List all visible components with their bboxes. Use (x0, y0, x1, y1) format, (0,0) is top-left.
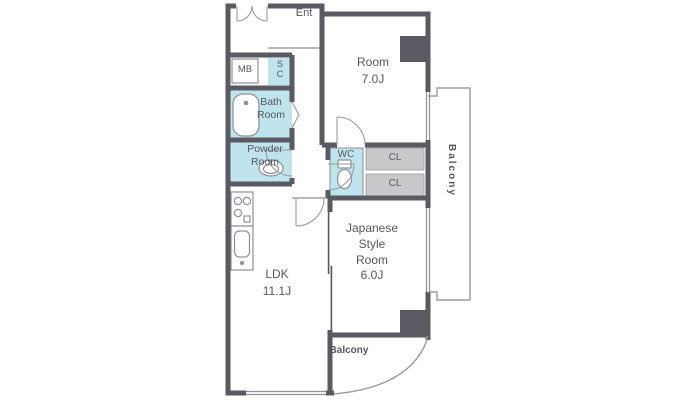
sliding-door-icon (327, 212, 333, 330)
stove-icon (230, 191, 254, 227)
meter-box (231, 58, 259, 84)
doors (236, 5, 366, 330)
bedroom-door-arc (336, 116, 366, 146)
closet-lower-box (365, 173, 425, 197)
japanese-room-window (425, 208, 431, 292)
bath-folding-door (291, 101, 300, 129)
column-top-right (400, 36, 426, 62)
closet-upper-box (365, 147, 425, 171)
entrance-door-icon (236, 5, 268, 22)
closets (365, 147, 425, 197)
shoe-closet-fill (268, 58, 292, 85)
ldk-window (246, 390, 326, 396)
bedroom-window (425, 92, 431, 140)
sink-icon (258, 159, 284, 177)
fixtures (230, 93, 353, 271)
columns (400, 36, 426, 334)
balcony-right-outline (428, 87, 471, 301)
balconies (333, 87, 471, 395)
wc-door-arc (327, 163, 355, 191)
kitchen-sink-icon (233, 230, 251, 258)
thin-lines (246, 47, 431, 396)
kitchen-counter (230, 225, 254, 271)
wall-lines (225, 3, 431, 396)
walls (225, 3, 431, 396)
balcony-bottom-outline (333, 336, 428, 395)
bathtub-icon (232, 93, 260, 137)
powder-door-arc (265, 149, 293, 177)
ldk-door-arc (295, 197, 325, 227)
column-bottom-right (400, 310, 426, 334)
